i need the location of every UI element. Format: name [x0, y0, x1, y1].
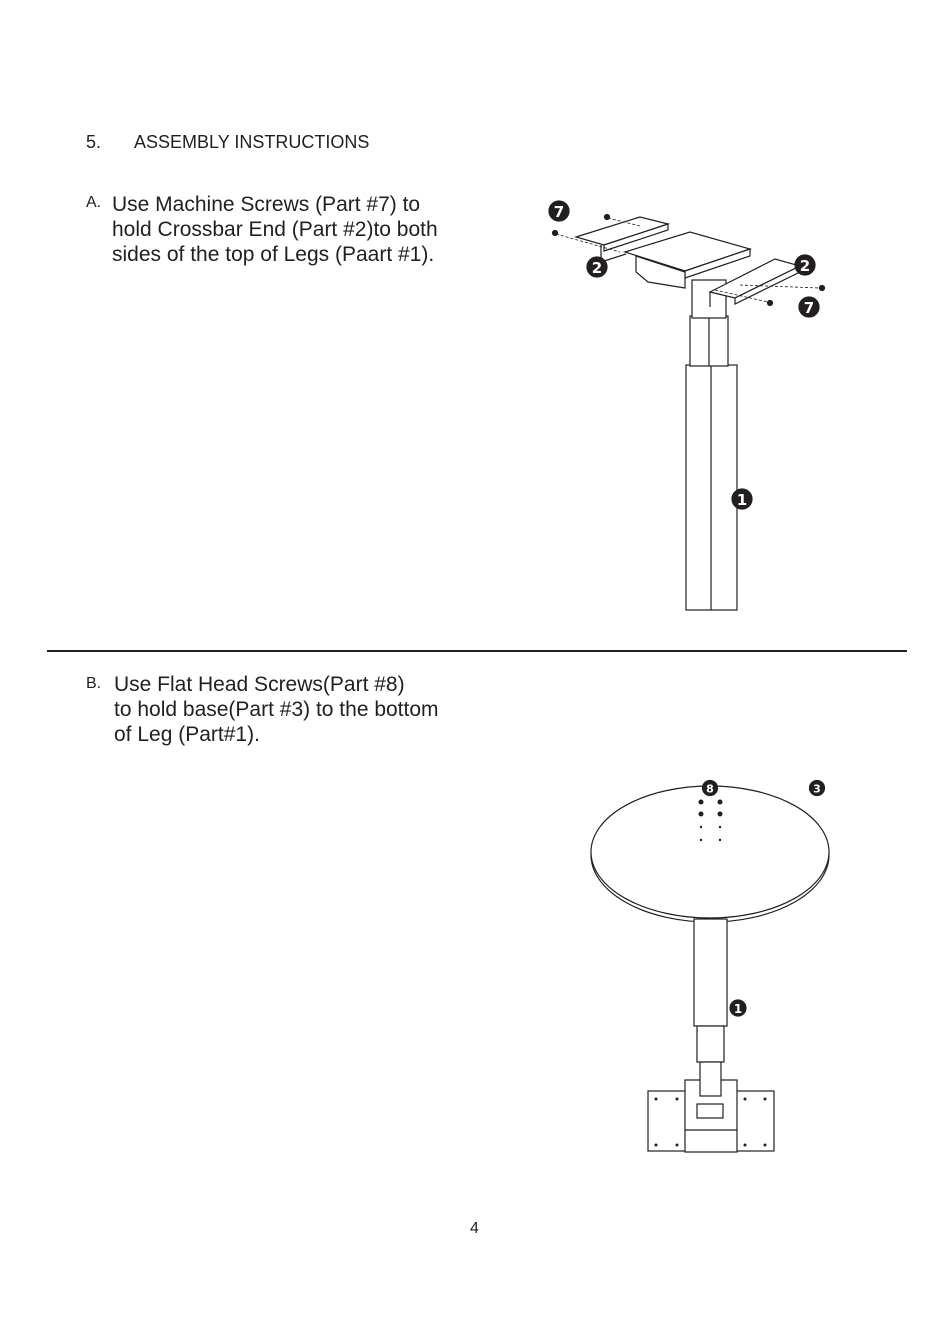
- callouts: 7 2 2 7 1 8 3 1: [548, 200, 826, 1017]
- svg-text:3: 3: [813, 783, 821, 796]
- section-divider: [47, 650, 907, 652]
- svg-text:2: 2: [592, 259, 602, 277]
- svg-text:7: 7: [554, 203, 564, 221]
- callout-badge: 7: [548, 200, 570, 222]
- callout-badge: 1: [731, 488, 753, 510]
- step-a-label: A.: [86, 194, 102, 211]
- section-number: 5.: [86, 132, 102, 152]
- svg-text:8: 8: [706, 783, 714, 796]
- step-b-line: to hold base(Part #3) to the bottom: [114, 698, 439, 721]
- svg-text:2: 2: [800, 257, 810, 275]
- step-a-line: sides of the top of Legs (Paart #1).: [112, 243, 435, 266]
- leg-crossbar-illustration: [551, 213, 826, 611]
- svg-text:1: 1: [737, 491, 747, 509]
- callout-badge: 3: [808, 779, 826, 797]
- step-b-line: Use Flat Head Screws(Part #8): [114, 673, 405, 696]
- svg-text:1: 1: [734, 1002, 742, 1016]
- step-a-text: Use Machine Screws (Part #7) to hold Cro…: [112, 192, 438, 267]
- step-b-label: B.: [86, 675, 102, 692]
- callout-badge: 2: [794, 254, 816, 276]
- step-a-line: hold Crossbar End (Part #2)to both: [112, 218, 438, 241]
- section-title: ASSEMBLY INSTRUCTIONS: [134, 132, 370, 152]
- callout-badge: 2: [586, 256, 608, 278]
- step-a-line: Use Machine Screws (Part #7) to: [112, 193, 421, 216]
- leg-base-illustration: [590, 785, 830, 1153]
- step-b-text: Use Flat Head Screws(Part #8) to hold ba…: [114, 672, 439, 747]
- callout-badge: 7: [798, 296, 820, 318]
- callout-badge: 8: [701, 779, 719, 797]
- svg-text:7: 7: [804, 299, 814, 317]
- step-b-line: of Leg (Part#1).: [114, 723, 260, 746]
- callout-badge: 1: [729, 999, 747, 1017]
- page-number: 4: [470, 1220, 479, 1237]
